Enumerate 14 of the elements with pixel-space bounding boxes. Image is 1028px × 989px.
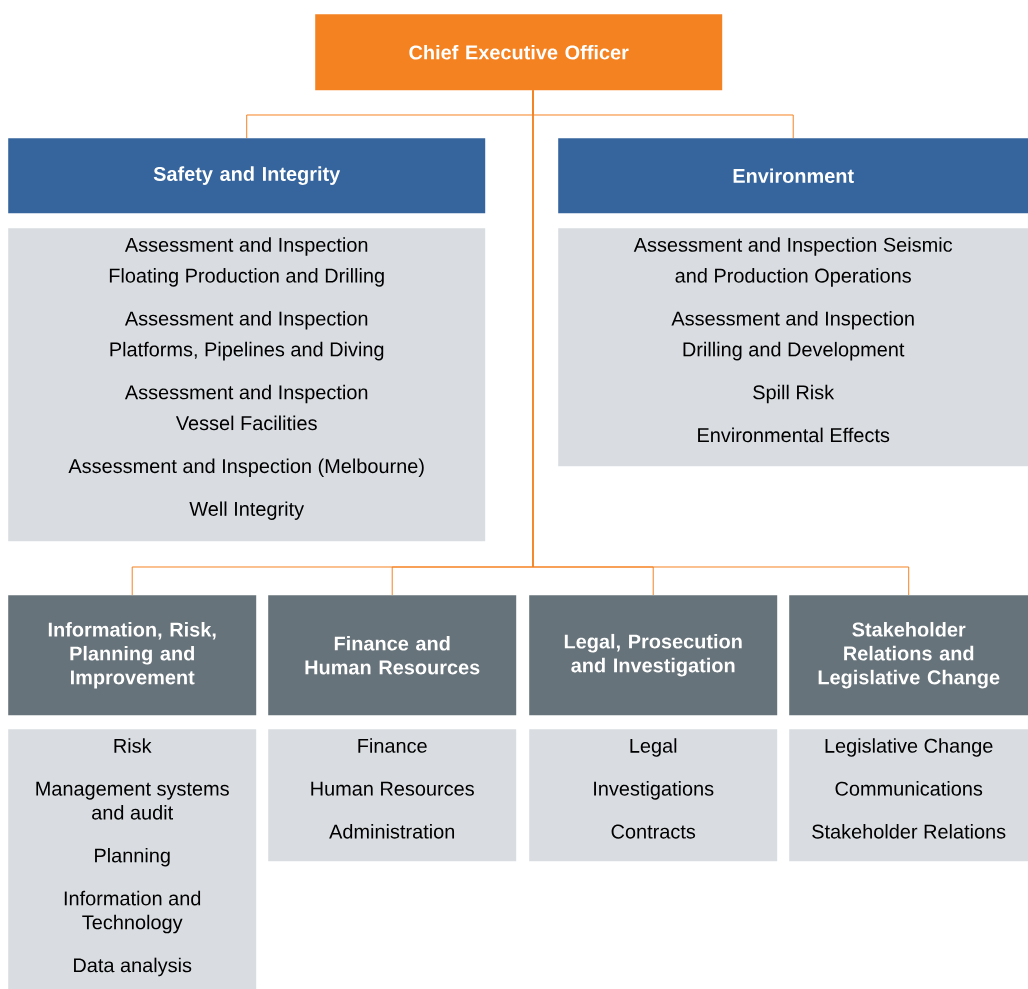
unit-list-box: Legislative Change Communications Stakeholder Relations [789,729,1028,862]
department-header: Environment [558,138,1028,214]
unit-list-box: Finance Human Resources Administration [268,729,517,862]
department-header: Safety and Integrity [8,138,486,214]
department-header: Legal, Prosecution and Investigation [529,595,778,716]
connector-line [532,89,910,596]
executive-box: Chief Executive Officer [315,14,723,91]
unit-list-box: Legal Investigations Contracts [529,729,778,862]
department-header: Stakeholder Relations and Legislative Change [789,595,1028,716]
unit-list-box: Risk Management systems and audit Planning Information and Technology Data analysis [8,729,257,989]
department-header: Finance and Human Resources [268,595,517,716]
department-header: Information, Risk, Planning and Improvement [8,595,257,716]
unit-list-box: Assessment and Inspection Seismic and Production Operations Assessment and Inspection Drilling and Development Spill Risk Environmental Effects [558,228,1028,467]
unit-list-box: Assessment and Inspection Floating Production and Drilling Assessment and Inspection Platforms, Pipelines and Diving Assessment and Inspection Vessel Facilities Assessment and Inspection (Melbourne) Well Integrity [8,228,486,542]
